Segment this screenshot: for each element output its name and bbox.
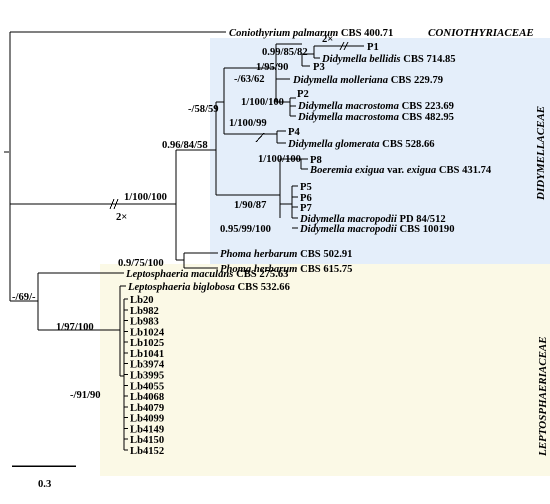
taxon-lb-isolate: Lb4079 [130, 403, 164, 414]
family-didymellaceae: DIDYMELLACEAE [535, 106, 547, 201]
taxon-p7: P7 [300, 203, 312, 214]
taxon-p8: P8 [310, 155, 322, 166]
taxon-lb-isolate: Lb983 [130, 317, 159, 328]
scale-label: 0.3 [38, 479, 51, 490]
support-phoma-clade: 0.9/75/100 [118, 258, 164, 269]
taxon-p1: P1 [367, 42, 379, 53]
support-molleriana-clade: -/63/62 [234, 74, 265, 85]
taxon-lb-isolate: Lb4149 [130, 424, 164, 435]
glomerata-slash [255, 132, 265, 143]
taxon-lb-isolate: Lb3974 [130, 360, 165, 371]
support-lepto-root: -/69/- [12, 292, 36, 303]
taxon-d-bellidis: Didymella bellidis CBS 714.85 [321, 54, 456, 65]
family-leptosphaeriaceae: LEPTOSPHAERIACEAE [537, 336, 549, 457]
taxon-d-macropodii-2: Didymella macropodii CBS 100190 [299, 224, 455, 235]
support-bellidis-p1: 0.99/85/82 [262, 47, 308, 58]
break-mark-a [109, 198, 115, 210]
support-macropodii-clade: 1/90/87 [234, 200, 267, 211]
taxon-d-molleriana: Didymella molleriana CBS 229.79 [292, 75, 443, 86]
break-p1-b [343, 41, 349, 51]
taxon-lb-isolate: Lb4152 [130, 446, 164, 457]
support-p3-clade: 1/95/90 [256, 62, 288, 73]
break-mark-b [113, 198, 119, 210]
taxon-d-macropodii-1: Didymella macropodii PD 84/512 [299, 214, 446, 225]
support-p8-boeremia: 1/100/100 [258, 154, 301, 165]
taxon-lb-isolate: Lb1025 [130, 338, 164, 349]
taxon-p3: P3 [313, 62, 325, 73]
support-macropodii-inner: 0.95/99/100 [220, 224, 271, 235]
taxon-ph-herbarum-2: Phoma herbarum CBS 615.75 [220, 264, 352, 275]
taxon-p4: P4 [288, 127, 300, 138]
break-label-stem: 2× [116, 212, 127, 223]
support-didymella-core: 0.96/84/58 [162, 140, 208, 151]
taxon-lb-isolate: Lb4068 [130, 392, 164, 403]
taxon-lb-isolate: Lb1024 [130, 327, 165, 338]
support-didymellaceae: 1/100/100 [124, 192, 167, 203]
support-upper-clade: -/58/59 [188, 104, 219, 115]
taxon-c-palmarum: Coniothyrium palmarum CBS 400.71 [229, 28, 393, 39]
lb-isolate-list: Lb20Lb982Lb983Lb1024Lb1025Lb1041Lb3974Lb… [124, 295, 165, 457]
support-macrostoma-clade: 1/100/100 [241, 97, 284, 108]
taxon-lb-isolate: Lb4150 [130, 435, 164, 446]
taxon-b-exigua: Boeremia exigua var. exigua CBS 431.74 [309, 165, 492, 176]
taxon-l-maculans: Leptosphaeria maculans CBS 275.63 [125, 269, 288, 280]
support-lb-clade: -/91/90 [70, 390, 101, 401]
support-biglobosa-clade: 1/97/100 [56, 322, 94, 333]
taxon-lb-isolate: Lb4099 [130, 414, 164, 425]
taxon-lb-isolate: Lb1041 [130, 349, 164, 360]
family-coniothyriaceae: CONIOTHYRIACEAE [428, 27, 534, 39]
support-glomerata-clade: 1/100/99 [229, 118, 267, 129]
taxon-p2: P2 [297, 89, 309, 100]
taxon-p6: P6 [300, 193, 312, 204]
taxon-lb-isolate: Lb20 [130, 295, 154, 306]
break-label-p1: 2× [322, 34, 333, 45]
taxon-l-biglobosa: Leptosphaeria biglobosa CBS 532.66 [127, 282, 290, 293]
taxon-lb-isolate: Lb3995 [130, 371, 164, 382]
didymellaceae-shade [210, 38, 550, 278]
taxon-lb-isolate: Lb982 [130, 306, 159, 317]
taxon-d-glomerata: Didymella glomerata CBS 528.66 [287, 139, 435, 150]
taxon-d-macrostoma-2: Didymella macrostoma CBS 482.95 [297, 112, 454, 123]
taxon-lb-isolate: Lb4055 [130, 381, 164, 392]
taxon-p5: P5 [300, 182, 312, 193]
taxon-d-macrostoma-1: Didymella macrostoma CBS 223.69 [297, 101, 454, 112]
leptosphaeriaceae-shade [100, 264, 550, 476]
break-p1-a [339, 41, 345, 51]
taxon-ph-herbarum-1: Phoma herbarum CBS 502.91 [220, 249, 352, 260]
